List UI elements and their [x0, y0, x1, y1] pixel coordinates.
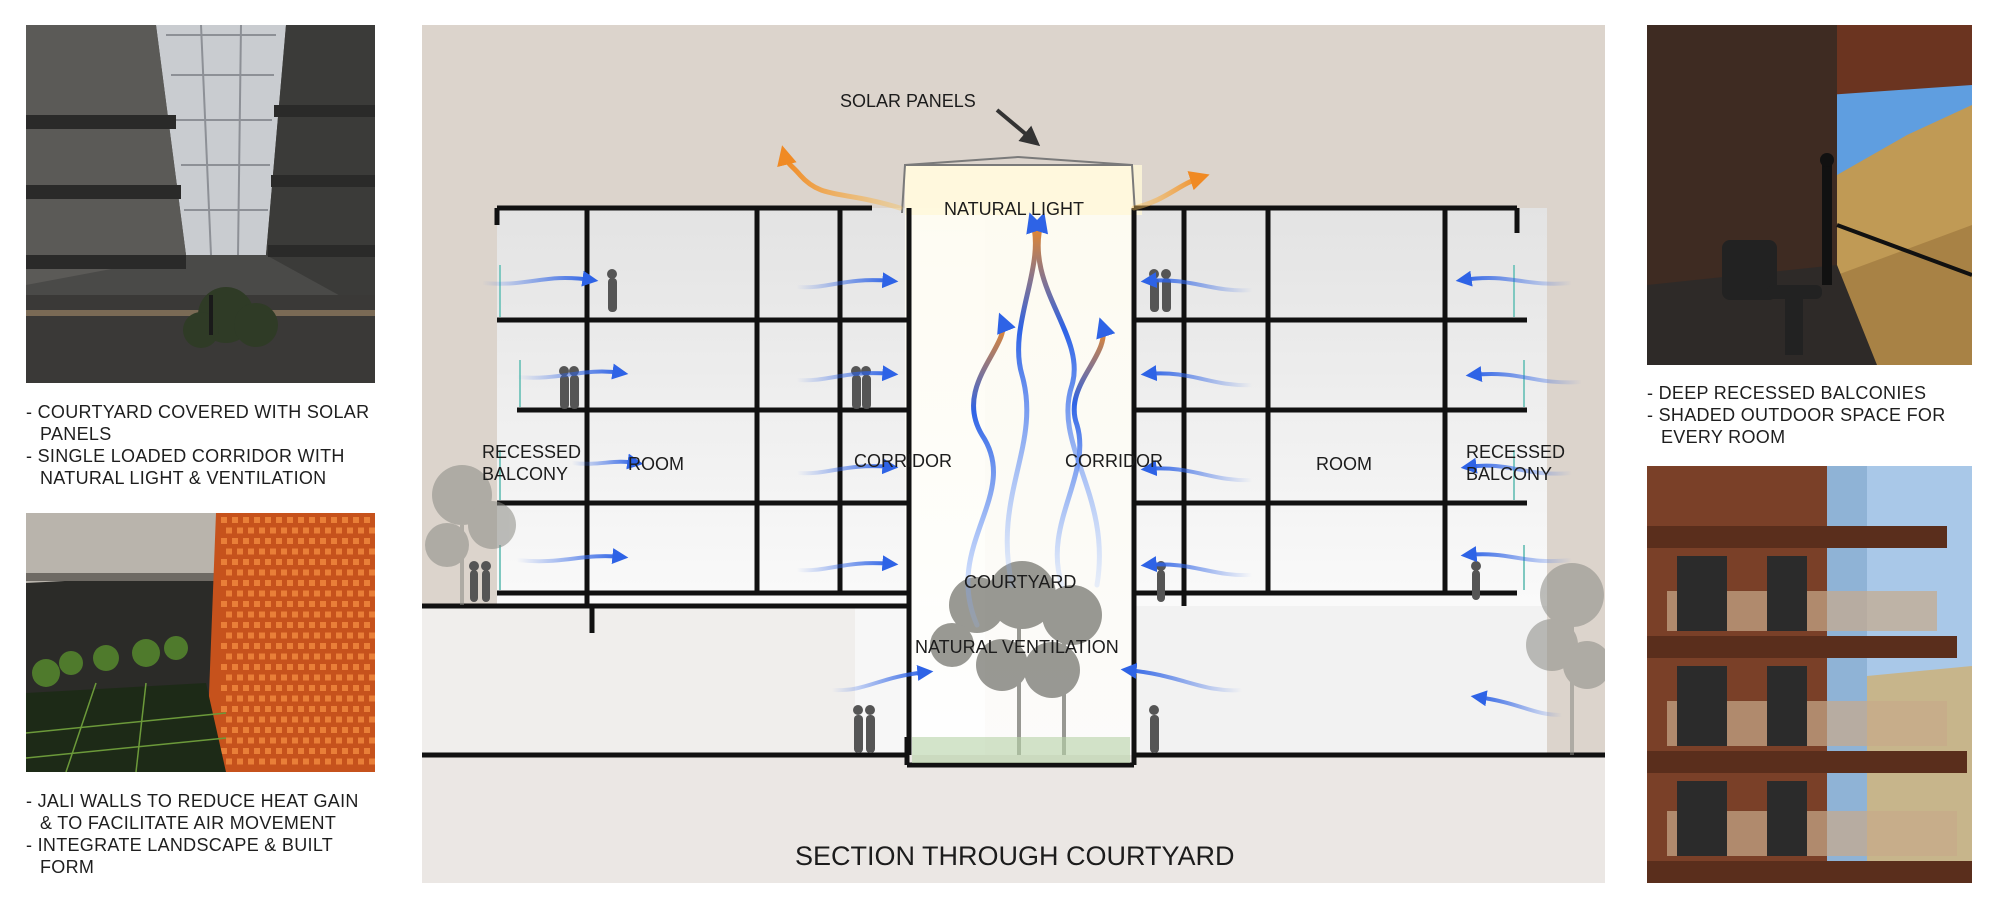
caption-line: PANELS	[40, 424, 112, 444]
airflow-arrow	[1140, 460, 1254, 483]
hot-air-exhaust	[777, 145, 1210, 211]
label-recessed-balcony-left: RECESSED	[482, 442, 581, 462]
left-building	[422, 208, 985, 755]
jali-wall-photo	[26, 513, 375, 772]
solar-roof	[901, 156, 1136, 214]
label-recessed-balcony-right: RECESSED	[1466, 442, 1565, 462]
caption-line: - SHADED OUTDOOR SPACE FOR	[1647, 405, 1946, 425]
atrium-photo	[26, 25, 375, 383]
rising-airflow-arrow	[965, 312, 1016, 628]
airflow-arrow	[1140, 365, 1254, 388]
rising-airflow	[965, 212, 1116, 628]
caption-recessed-balconies: - DEEP RECESSED BALCONIES - SHADED OUTDO…	[1647, 382, 1946, 448]
caption-courtyard-solar: - COURTYARD COVERED WITH SOLAR PANELS - …	[26, 401, 369, 489]
caption-jali-walls: - JALI WALLS TO REDUCE HEAT GAIN & TO FA…	[26, 790, 359, 878]
right-building	[1132, 208, 1547, 755]
courtyard-trees	[930, 561, 1102, 755]
balcony-photo	[1647, 25, 1972, 365]
airflow-arrow	[795, 458, 899, 476]
hot-air-arrow	[1131, 171, 1210, 211]
caption-line: & TO FACILITATE AIR MOVEMENT	[40, 813, 337, 833]
label-recessed-balcony-left: BALCONY	[482, 464, 568, 484]
airflow-arrow	[1140, 272, 1254, 293]
airflow-arrow	[480, 270, 599, 287]
airflow-arrow	[795, 555, 899, 573]
airflow-arrow	[795, 365, 899, 383]
airflow-arrow	[1455, 270, 1574, 287]
label-room-left: ROOM	[628, 454, 684, 474]
caption-line: - INTEGRATE LANDSCAPE & BUILT	[26, 835, 334, 855]
trees	[425, 465, 1605, 755]
caption-line: FORM	[40, 857, 95, 877]
label-natural-light: NATURAL LIGHT	[944, 199, 1084, 219]
label-room-right: ROOM	[1316, 454, 1372, 474]
airflow-arrows-left	[480, 270, 934, 693]
airflow-arrow	[1460, 457, 1574, 476]
rising-airflow-arrow	[1054, 317, 1116, 588]
caption-line: - JALI WALLS TO REDUCE HEAT GAIN	[26, 791, 359, 811]
airflow-arrow	[1460, 546, 1574, 564]
label-natural-ventilation: NATURAL VENTILATION	[915, 637, 1119, 657]
caption-line: EVERY ROOM	[1661, 427, 1786, 447]
airflow-arrow	[1470, 690, 1564, 717]
label-corridor-left: CORRIDOR	[854, 451, 952, 471]
airflow-arrow	[515, 548, 629, 565]
caption-line: NATURAL LIGHT & VENTILATION	[40, 468, 327, 488]
caption-line: - SINGLE LOADED CORRIDOR WITH	[26, 446, 345, 466]
hot-air-arrow	[777, 145, 903, 211]
label-corridor-right: CORRIDOR	[1065, 451, 1163, 471]
caption-line: - DEEP RECESSED BALCONIES	[1647, 383, 1927, 403]
airflow-arrow	[1465, 366, 1584, 385]
airflow-arrow	[515, 363, 629, 380]
airflow-arrow	[1140, 556, 1254, 578]
label-courtyard: COURTYARD	[964, 572, 1076, 592]
airflow-arrows-right	[1120, 270, 1584, 717]
section-diagram: SOLAR PANELS NATURAL LIGHT RECESSED BALC…	[422, 25, 1605, 883]
airflow-arrow	[1120, 662, 1244, 693]
rising-airflow-arrow	[1004, 212, 1046, 588]
airflow-arrow	[795, 272, 899, 290]
caption-line: - COURTYARD COVERED WITH SOLAR	[26, 402, 370, 422]
section-title: SECTION THROUGH COURTYARD	[795, 841, 1235, 871]
facade-photo	[1647, 466, 1972, 883]
airflow-arrow	[830, 664, 934, 693]
label-solar-panels: SOLAR PANELS	[840, 91, 976, 111]
balcony-rails	[499, 265, 1525, 590]
rising-airflow-arrow	[1028, 212, 1102, 588]
solar-pointer	[995, 108, 1041, 147]
airflow-arrow	[570, 453, 644, 470]
label-recessed-balcony-right: BALCONY	[1466, 464, 1552, 484]
